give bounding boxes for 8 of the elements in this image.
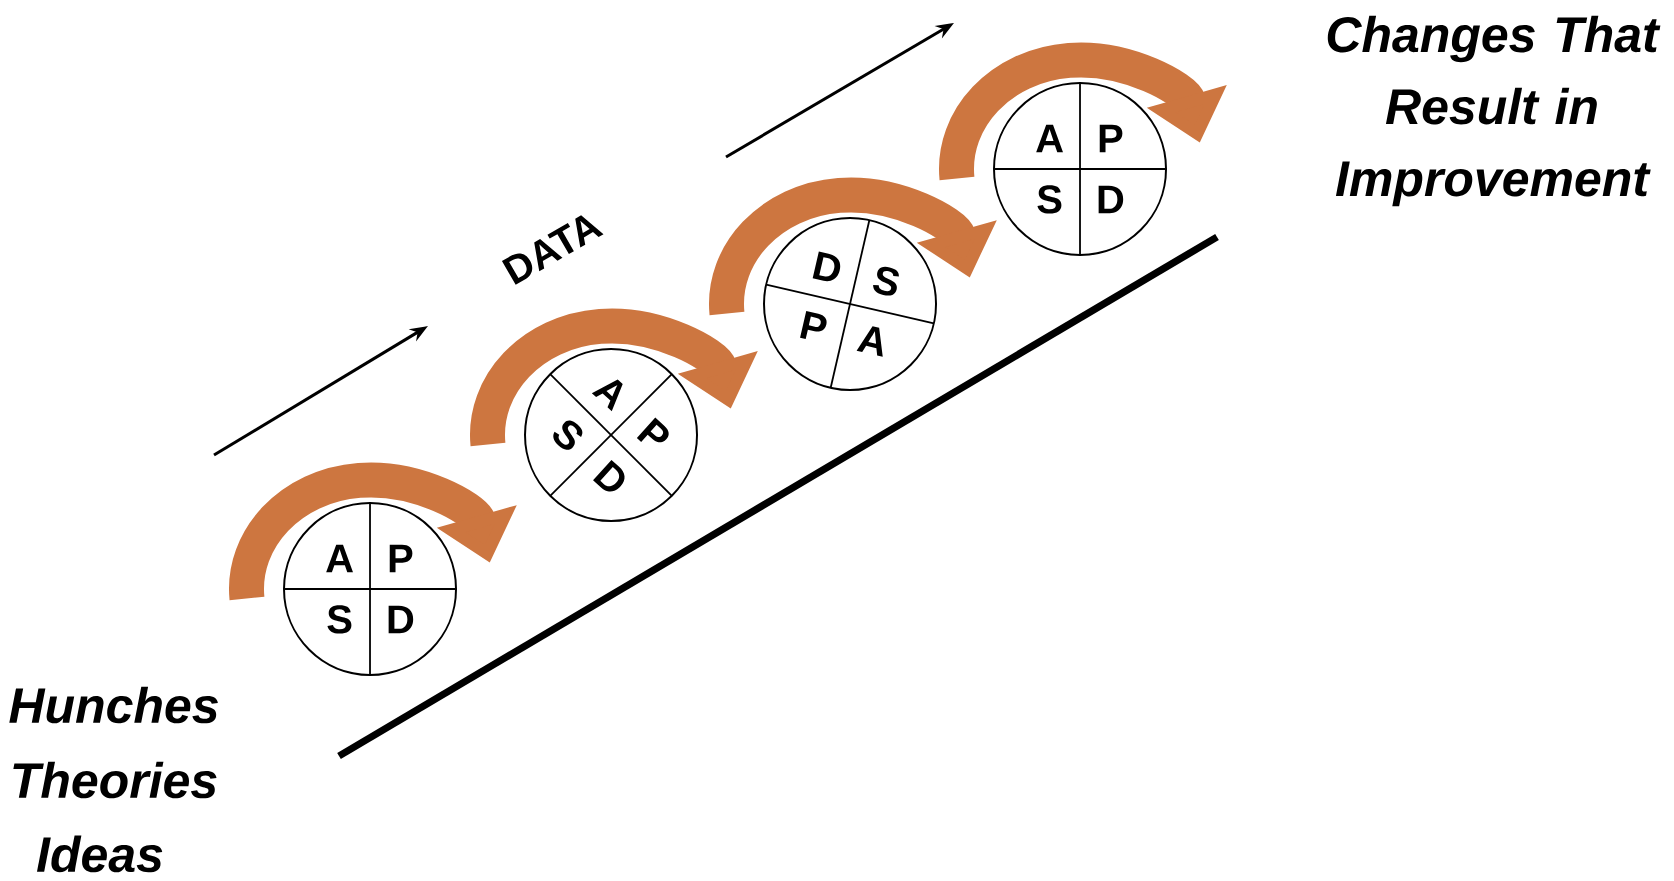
caption-text: Theories xyxy=(13,761,217,799)
curved-arrow xyxy=(939,42,1227,179)
curved-arrow xyxy=(229,462,517,599)
curved-arrow xyxy=(470,308,758,445)
curved-arrow xyxy=(709,177,997,314)
caption-text: Changes That Result in Improvement xyxy=(1327,15,1661,207)
caption-text: Ideas xyxy=(36,835,163,873)
caption-text: Hunches xyxy=(9,686,218,724)
